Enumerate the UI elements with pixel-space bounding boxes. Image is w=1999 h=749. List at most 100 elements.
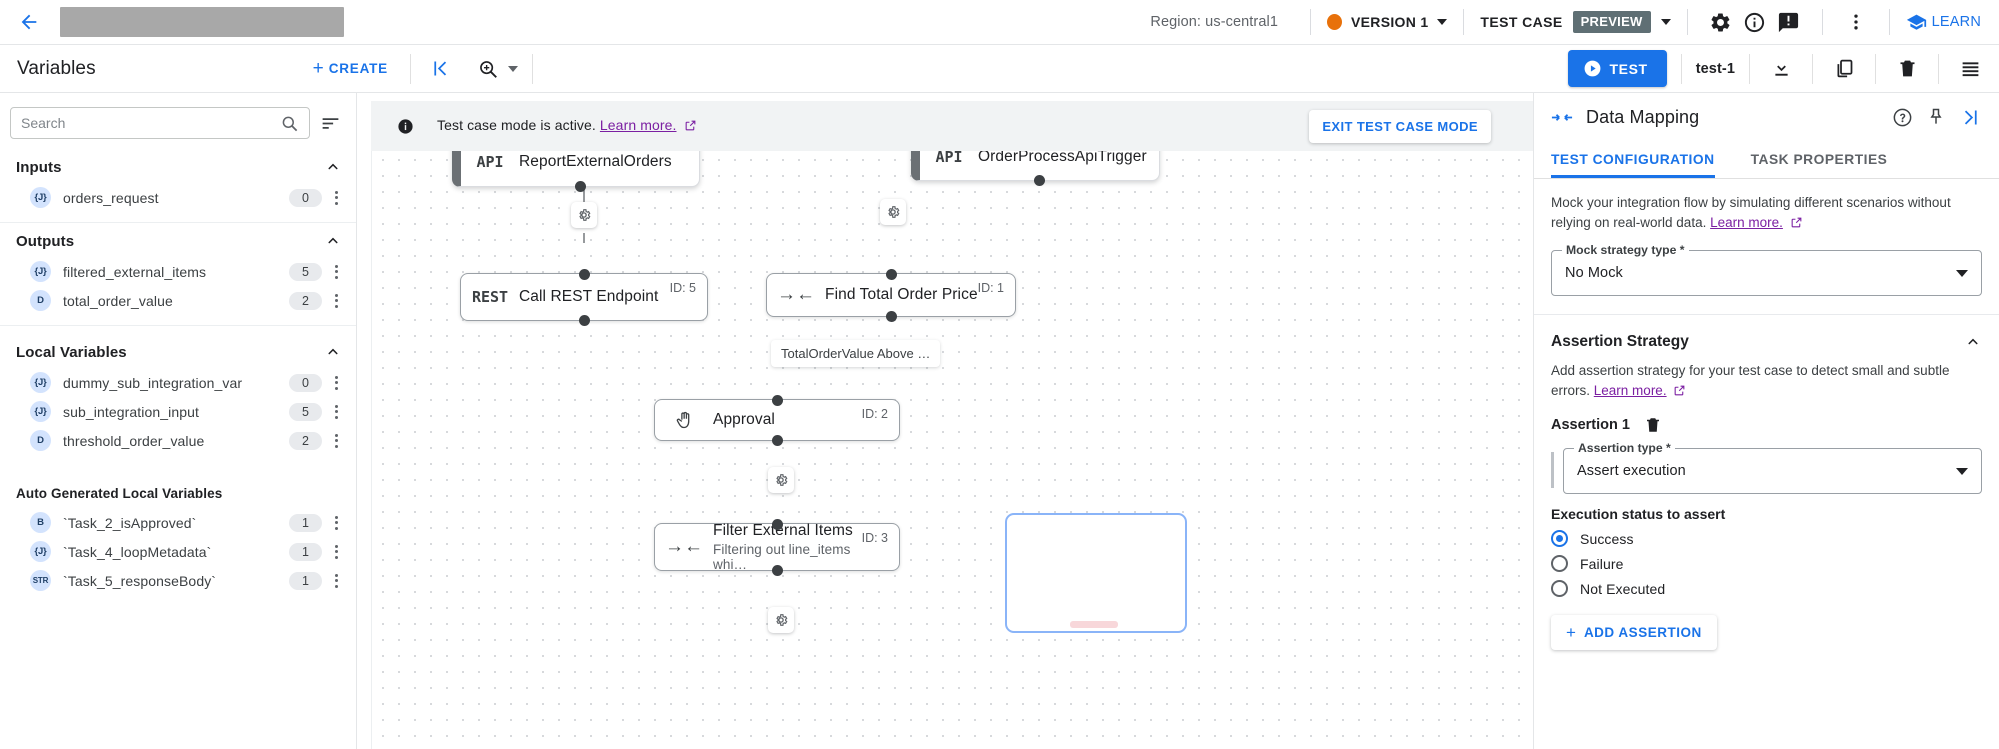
banner-learn-more-link[interactable]: Learn more. bbox=[599, 117, 677, 133]
node-call-rest-endpoint[interactable]: REST Call REST Endpoint ID: 5 bbox=[460, 268, 708, 326]
radio-option-success[interactable]: Success bbox=[1534, 526, 1999, 551]
search-input[interactable] bbox=[21, 115, 280, 131]
chevron-down-icon bbox=[1437, 19, 1448, 25]
edge-config-gear-icon[interactable] bbox=[571, 202, 597, 228]
help-icon[interactable] bbox=[1887, 102, 1917, 132]
learn-button[interactable]: LEARN bbox=[1906, 12, 1985, 33]
more-vert-icon[interactable] bbox=[326, 512, 346, 534]
search-box[interactable] bbox=[10, 107, 310, 139]
node-title: OrderProcessApiTrigger bbox=[978, 148, 1147, 165]
assertion-strategy-header[interactable]: Assertion Strategy bbox=[1534, 315, 1999, 357]
more-vert-icon[interactable] bbox=[326, 290, 346, 312]
more-vert-icon[interactable] bbox=[326, 261, 346, 283]
more-vert-icon[interactable] bbox=[326, 541, 346, 563]
node-input-port[interactable] bbox=[578, 268, 590, 280]
delete-icon[interactable] bbox=[1644, 416, 1662, 434]
node-find-total-order-price[interactable]: →← Find Total Order Price ID: 1 bbox=[766, 268, 1016, 322]
node-input-port[interactable] bbox=[771, 394, 783, 406]
edge-config-gear-icon[interactable] bbox=[768, 467, 794, 493]
assertion-type-value: Assert execution bbox=[1577, 463, 1686, 480]
variable-row[interactable]: STR `Task_5_responseBody` 1 bbox=[0, 566, 356, 595]
edge-condition-label[interactable]: TotalOrderValue Above … bbox=[771, 340, 941, 367]
node-type-icon-hand bbox=[655, 410, 713, 431]
edge-config-gear-icon[interactable] bbox=[768, 607, 794, 633]
variable-row[interactable]: {J} dummy_sub_integration_var 0 bbox=[0, 368, 356, 397]
version-selector[interactable]: VERSION 1 bbox=[1327, 14, 1448, 30]
more-vert-icon[interactable] bbox=[326, 372, 346, 394]
section-header[interactable]: Local Variables bbox=[0, 334, 356, 368]
node-title: Filter External Items bbox=[713, 522, 853, 539]
variable-name: `Task_2_isApproved` bbox=[63, 514, 197, 531]
assertion-item-header: Assertion 1 bbox=[1534, 402, 1999, 434]
tab-test-configuration[interactable]: TEST CONFIGURATION bbox=[1551, 141, 1733, 178]
variable-row[interactable]: D total_order_value 2 bbox=[0, 286, 356, 315]
expand-panel-icon[interactable] bbox=[1955, 102, 1985, 132]
main-body: Inputs {J} orders_request 0 Outputs {J} bbox=[0, 93, 1999, 749]
node-filter-external-items[interactable]: →← Filter External Items Filtering out l… bbox=[654, 518, 900, 576]
variable-row[interactable]: {J} orders_request 0 bbox=[0, 183, 356, 212]
sort-icon[interactable] bbox=[318, 111, 342, 135]
more-vert-icon[interactable] bbox=[326, 430, 346, 452]
variable-usage-count: 2 bbox=[289, 431, 322, 450]
node-approval[interactable]: Approval ID: 2 bbox=[654, 394, 900, 446]
node-output-port[interactable] bbox=[574, 180, 586, 192]
copy-icon[interactable] bbox=[1827, 52, 1861, 86]
data-mapping-panel: Data Mapping TEST CONFIGURATION TASK PRO… bbox=[1533, 93, 1999, 749]
tab-task-properties[interactable]: TASK PROPERTIES bbox=[1751, 141, 1906, 178]
radio-option-not-executed[interactable]: Not Executed bbox=[1534, 576, 1999, 601]
radio-label: Failure bbox=[1580, 555, 1624, 572]
exit-test-case-mode-button[interactable]: EXIT TEST CASE MODE bbox=[1309, 109, 1491, 143]
info-icon bbox=[395, 116, 415, 136]
node-output-port[interactable] bbox=[771, 564, 783, 576]
collapse-panel-icon[interactable] bbox=[425, 54, 455, 84]
list-icon[interactable] bbox=[1953, 52, 1987, 86]
more-vert-icon[interactable] bbox=[326, 401, 346, 423]
variables-toolbar: Variables + CREATE bbox=[0, 45, 455, 92]
more-vert-icon[interactable] bbox=[326, 570, 346, 592]
variables-section-local: Local Variables {J} dummy_sub_integratio… bbox=[0, 326, 356, 465]
test-case-preview-group[interactable]: TEST CASE PREVIEW bbox=[1480, 11, 1671, 33]
variable-row[interactable]: D threshold_order_value 2 bbox=[0, 426, 356, 455]
info-icon[interactable] bbox=[1738, 5, 1772, 39]
zoom-control[interactable] bbox=[477, 58, 518, 80]
node-input-port[interactable] bbox=[771, 518, 783, 530]
radio-option-failure[interactable]: Failure bbox=[1534, 551, 1999, 576]
variable-name: dummy_sub_integration_var bbox=[63, 374, 243, 391]
node-input-port[interactable] bbox=[885, 268, 897, 280]
more-vert-icon[interactable] bbox=[326, 187, 346, 209]
edge-config-gear-icon[interactable] bbox=[880, 199, 906, 225]
delete-icon[interactable] bbox=[1890, 52, 1924, 86]
download-icon[interactable] bbox=[1764, 52, 1798, 86]
feedback-icon[interactable] bbox=[1772, 5, 1806, 39]
node-id-label: ID: 2 bbox=[861, 407, 888, 421]
test-button[interactable]: TEST bbox=[1567, 50, 1667, 87]
gear-icon[interactable] bbox=[1704, 5, 1738, 39]
assertion-learn-more-link[interactable]: Learn more. bbox=[1593, 382, 1667, 398]
variable-row[interactable]: B `Task_2_isApproved` 1 bbox=[0, 508, 356, 537]
variable-row[interactable]: {J} filtered_external_items 5 bbox=[0, 257, 356, 286]
banner-message-text: Test case mode is active. bbox=[437, 117, 596, 133]
node-title: Find Total Order Price bbox=[825, 286, 978, 303]
test-case-mode-banner: Test case mode is active. Learn more. EX… bbox=[371, 101, 1533, 151]
section-header[interactable]: Outputs bbox=[0, 223, 356, 257]
back-arrow-icon[interactable] bbox=[14, 7, 44, 37]
add-assertion-button[interactable]: + ADD ASSERTION bbox=[1551, 615, 1717, 651]
variable-row[interactable]: {J} `Task_4_loopMetadata` 1 bbox=[0, 537, 356, 566]
assertion-type-select[interactable]: Assertion type * Assert execution bbox=[1563, 441, 1982, 495]
integration-canvas[interactable]: API ReportExternalOrders API OrderProces… bbox=[357, 93, 1533, 749]
node-output-port[interactable] bbox=[578, 314, 590, 326]
node-output-port[interactable] bbox=[1034, 174, 1045, 186]
create-variable-button[interactable]: + CREATE bbox=[305, 55, 396, 82]
node-output-port[interactable] bbox=[771, 434, 783, 446]
pin-icon[interactable] bbox=[1921, 102, 1951, 132]
section-header[interactable]: Inputs bbox=[0, 149, 356, 183]
variable-row[interactable]: {J} sub_integration_input 5 bbox=[0, 397, 356, 426]
panel-content: Mock your integration flow by simulating… bbox=[1534, 179, 1999, 749]
mock-strategy-select[interactable]: Mock strategy type * No Mock bbox=[1551, 243, 1982, 297]
mock-learn-more-link[interactable]: Learn more. bbox=[1710, 214, 1783, 230]
node-output-port[interactable] bbox=[885, 310, 897, 322]
variable-type-badge: STR bbox=[30, 570, 51, 591]
more-vert-icon[interactable] bbox=[1839, 5, 1873, 39]
node-selected-card[interactable] bbox=[1005, 513, 1187, 633]
variable-usage-count: 5 bbox=[289, 402, 322, 421]
